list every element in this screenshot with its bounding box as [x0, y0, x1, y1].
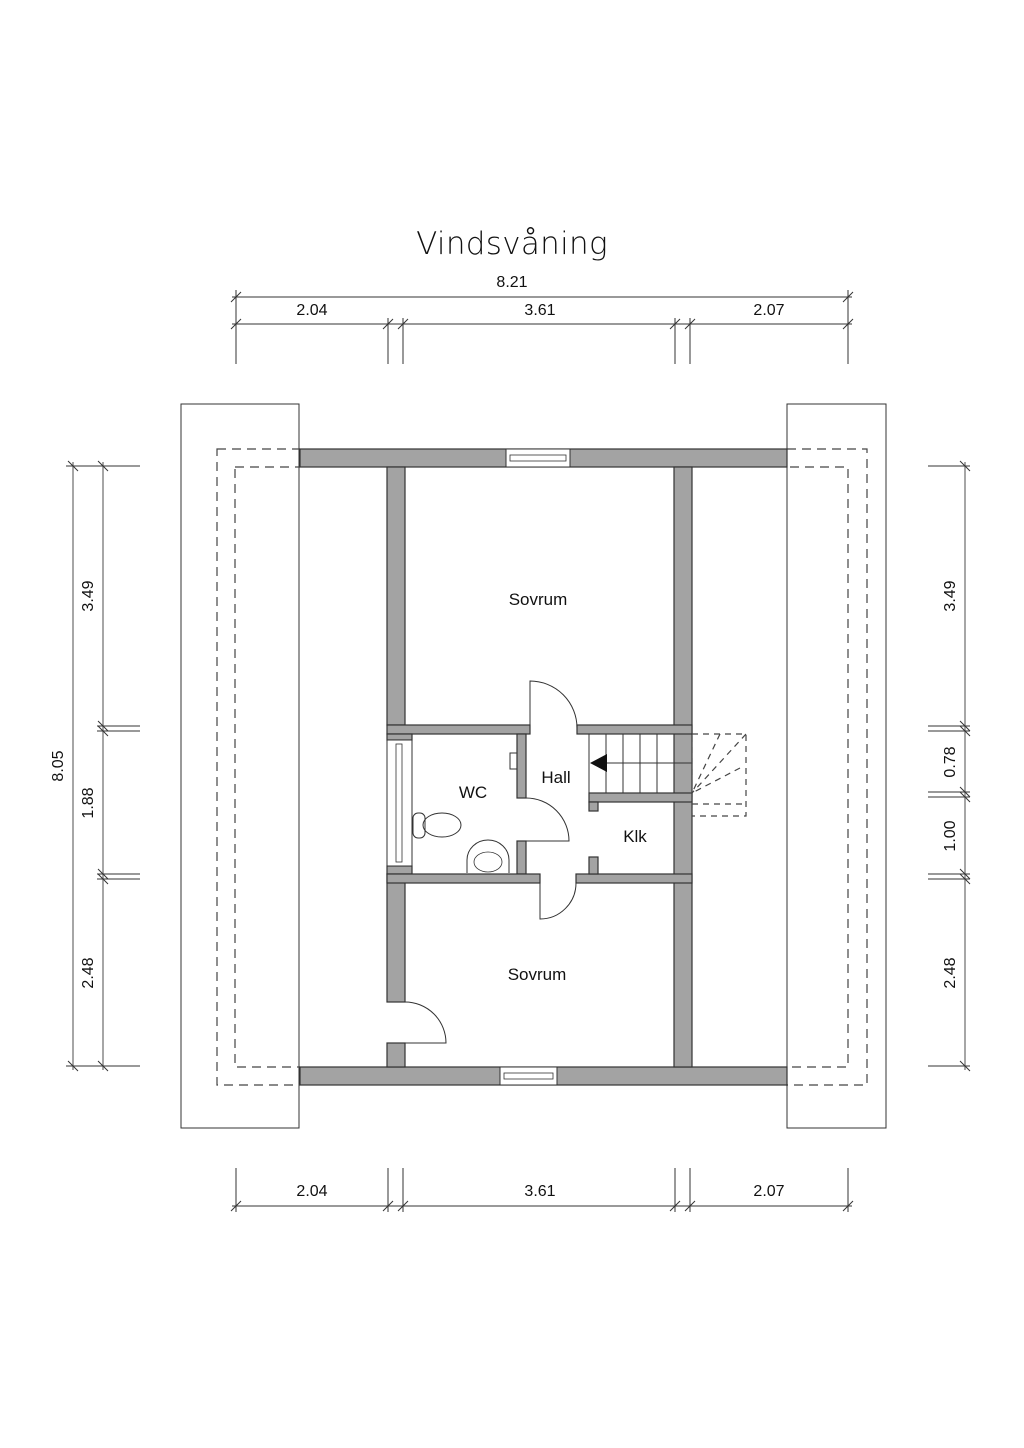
plan-title: Vindsvåning — [416, 226, 608, 262]
dim-right-seg-3: 1.00 — [942, 820, 959, 852]
dim-top-seg-1: 2.04 — [296, 302, 328, 319]
room-label-hall: Hall — [541, 768, 571, 787]
dim-right-seg-4: 2.48 — [942, 957, 959, 989]
room-label-sovrum-top: Sovrum — [508, 590, 568, 609]
door-bottom-sovrum — [539, 882, 577, 920]
dim-top-seg-2: 3.61 — [524, 302, 556, 319]
door-wc — [525, 797, 570, 842]
window-wc — [386, 739, 413, 867]
dim-left-total: 8.05 — [50, 750, 67, 782]
dimension-lines-left — [66, 460, 140, 1072]
room-label-sovrum-bottom: Sovrum — [507, 965, 567, 984]
dim-bottom-seg-1: 2.04 — [296, 1183, 328, 1200]
room-label-klk: Klk — [623, 827, 647, 846]
door-bottom-left — [404, 1001, 447, 1044]
dormer-outlines — [180, 403, 887, 1129]
dim-top-seg-3: 2.07 — [753, 302, 785, 319]
room-label-wc: WC — [458, 783, 488, 802]
faucet-icon — [509, 752, 518, 770]
dim-left-seg-1: 3.49 — [80, 580, 97, 612]
stair-arrow-icon — [590, 754, 607, 772]
dimension-lines-top — [230, 290, 854, 364]
dim-left-seg-3: 2.48 — [80, 957, 97, 989]
dim-right-seg-2: 0.78 — [942, 746, 959, 778]
dim-top-total: 8.21 — [496, 274, 528, 291]
door-top-sovrum — [529, 680, 578, 729]
window-bottom — [499, 1066, 558, 1086]
sink-icon — [466, 839, 510, 873]
dim-bottom-seg-3: 2.07 — [753, 1183, 785, 1200]
dimension-lines-right — [928, 460, 971, 1072]
dimension-lines-bottom — [230, 1168, 854, 1212]
window-top — [505, 448, 571, 468]
dim-bottom-seg-2: 3.61 — [524, 1183, 556, 1200]
staircase — [588, 733, 747, 817]
toilet-icon — [412, 812, 462, 839]
dim-left-seg-2: 1.88 — [80, 787, 97, 819]
dim-right-seg-1: 3.49 — [942, 580, 959, 612]
